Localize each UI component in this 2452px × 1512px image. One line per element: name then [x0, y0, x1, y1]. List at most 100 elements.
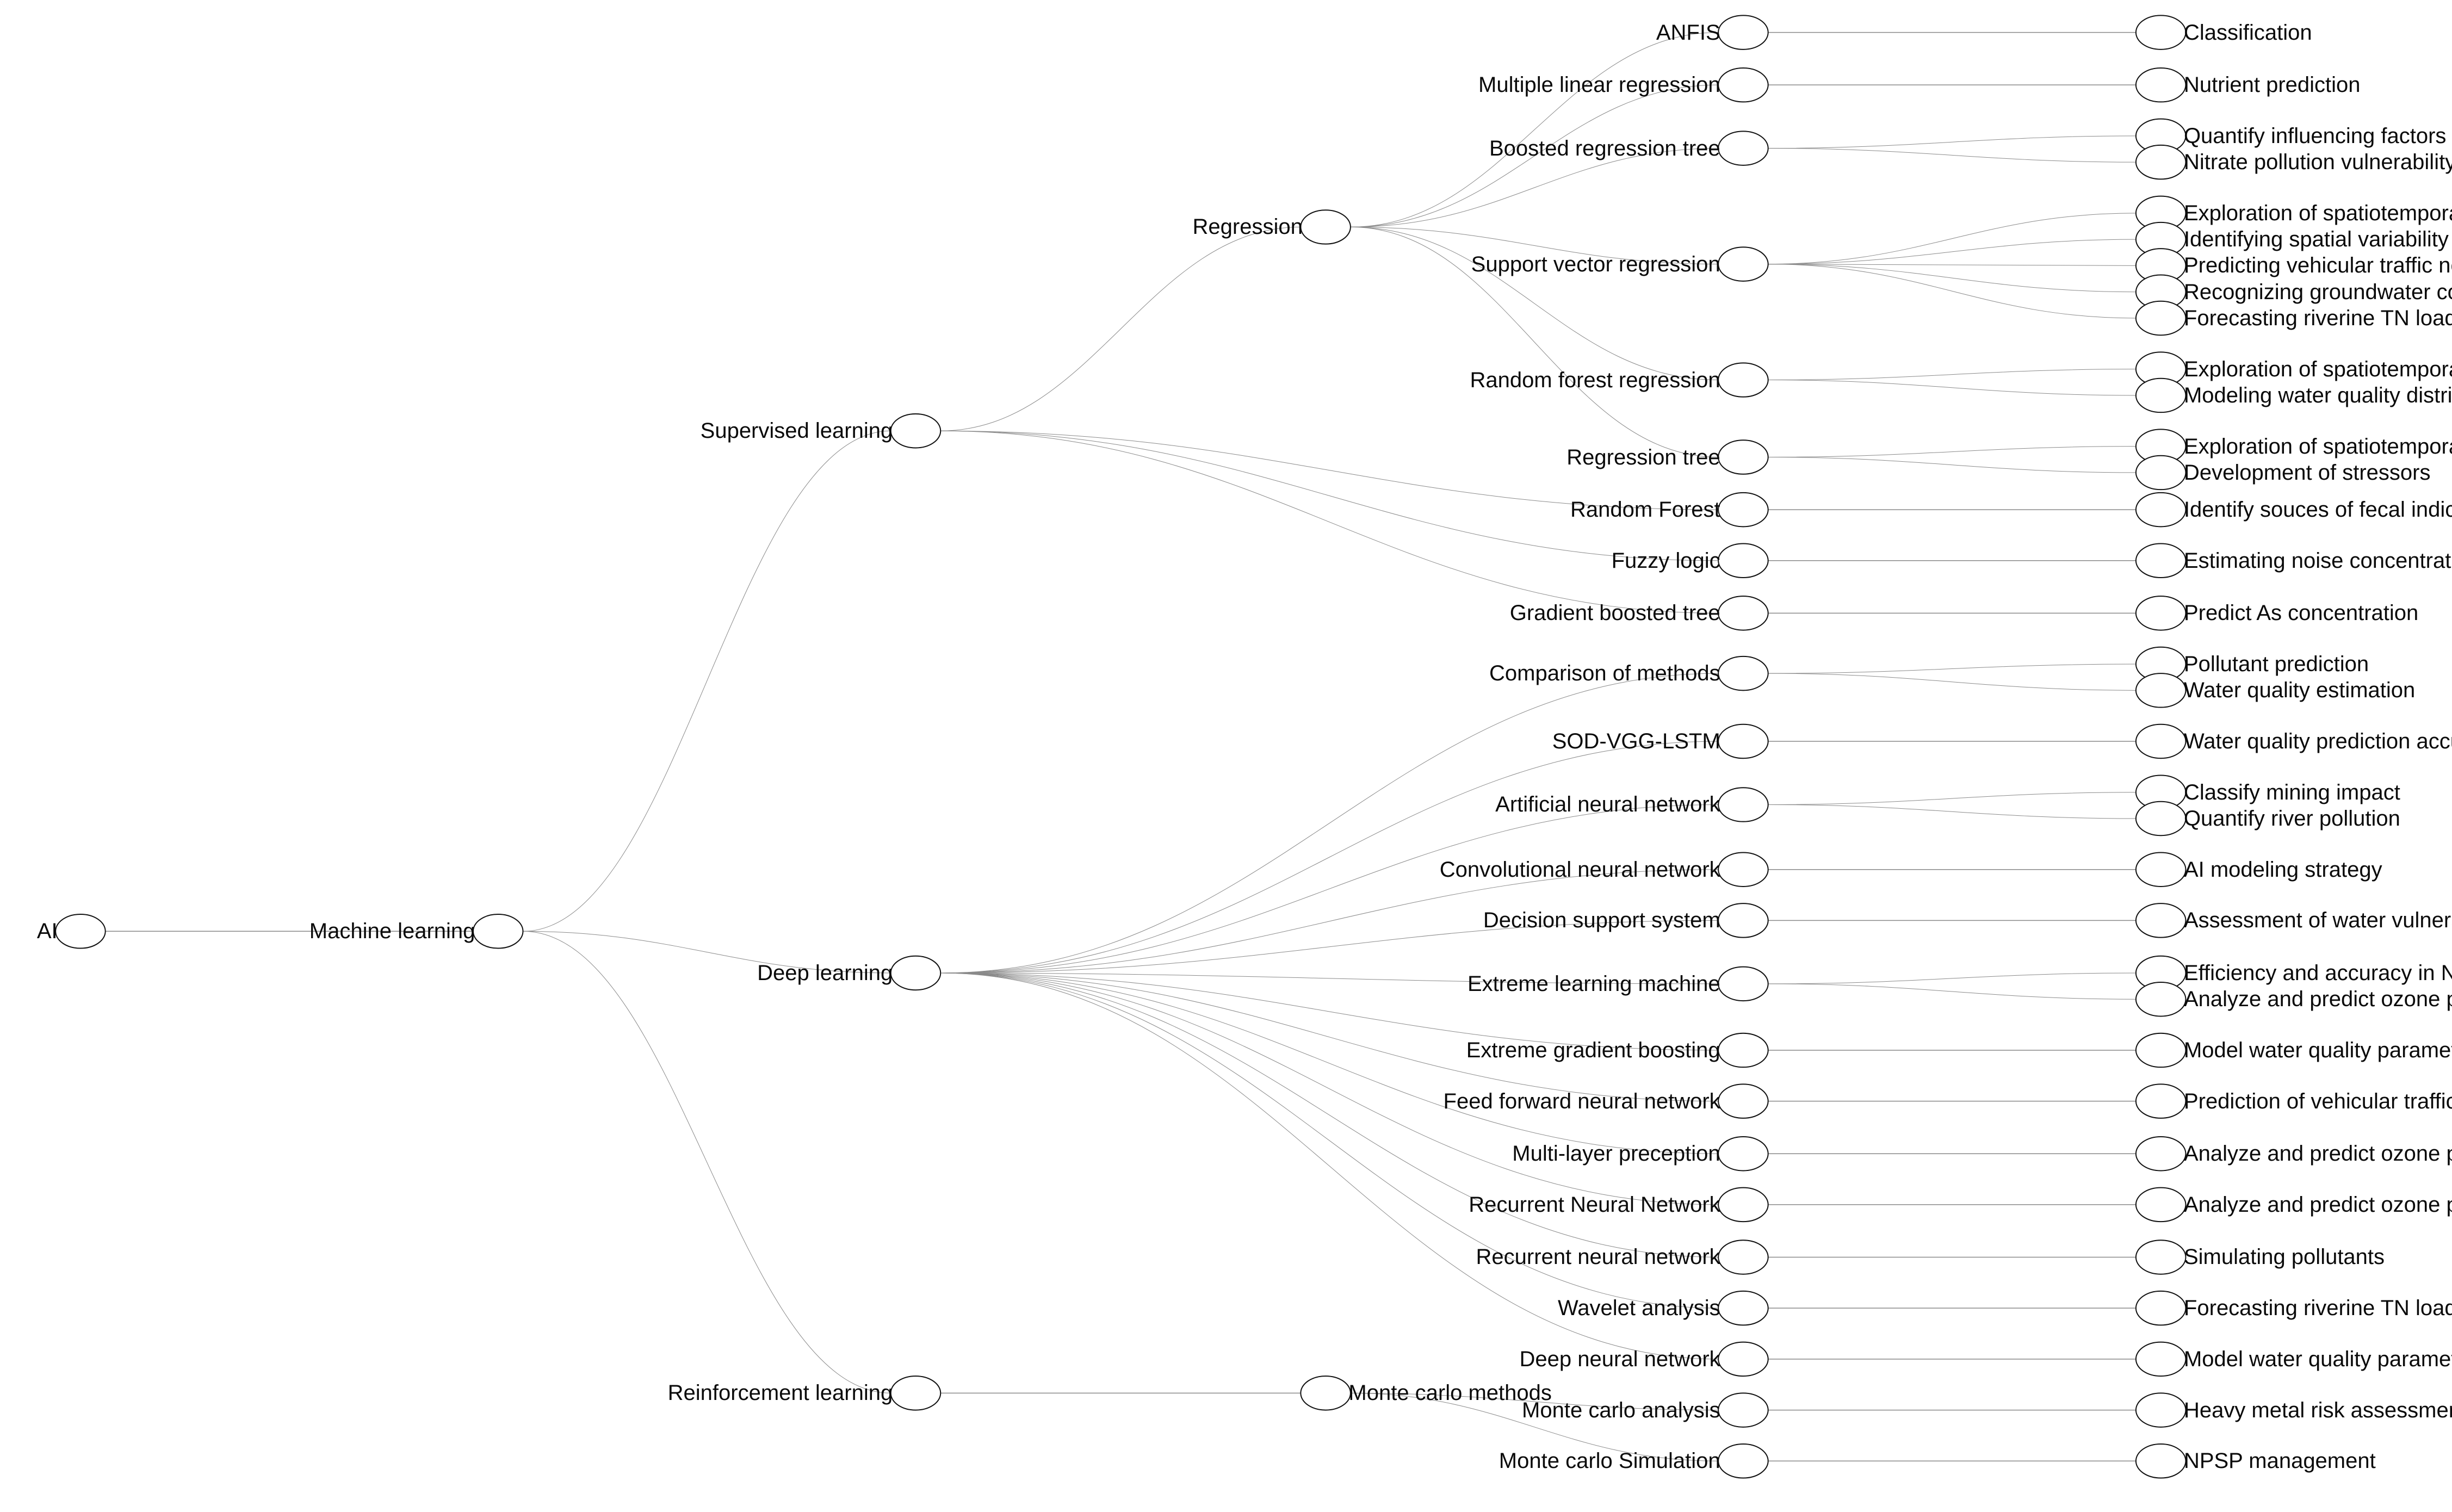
node-label-mlp: Multi-layer preception: [1512, 1142, 1720, 1166]
node-label-a26: Model water quality parameters: [2183, 1038, 2452, 1062]
tree-node-ai[interactable]: [55, 914, 106, 948]
node-label-ai: AI: [36, 919, 58, 944]
tree-node-a01[interactable]: [2136, 15, 2186, 49]
tree-node-anfis[interactable]: [1718, 15, 1768, 49]
node-label-mcs: Monte carlo Simulation: [1499, 1449, 1720, 1473]
tree-node-a21[interactable]: [2136, 802, 2186, 835]
tree-node-ml[interactable]: [473, 914, 523, 948]
tree-edge: [523, 931, 890, 973]
tree-node-deep[interactable]: [891, 956, 941, 990]
tree-node-wav[interactable]: [1718, 1291, 1768, 1325]
tree-node-a09[interactable]: [2136, 301, 2186, 335]
node-label-sod: SOD-VGG-LSTM: [1552, 729, 1720, 754]
tree-node-a31[interactable]: [2136, 1291, 2186, 1325]
node-label-ann: Artificial neural network: [1495, 792, 1720, 817]
tree-node-a32[interactable]: [2136, 1342, 2186, 1376]
tree-node-a13[interactable]: [2136, 456, 2186, 489]
tree-node-a18[interactable]: [2136, 673, 2186, 707]
tree-node-sod[interactable]: [1718, 724, 1768, 758]
tree-node-a15[interactable]: [2136, 544, 2186, 578]
tree-node-svr[interactable]: [1718, 247, 1768, 281]
node-label-a15: Estimating noise concentration: [2183, 548, 2452, 573]
tree-node-rl[interactable]: [891, 1376, 941, 1410]
tree-node-mcm[interactable]: [1301, 1376, 1351, 1410]
tree-node-rnn2[interactable]: [1718, 1240, 1768, 1274]
tree-node-a33[interactable]: [2136, 1393, 2186, 1427]
node-label-dnn: Deep neural network: [1519, 1347, 1720, 1371]
node-label-a33: Heavy metal risk assessment: [2183, 1398, 2452, 1422]
tree-node-a28[interactable]: [2136, 1137, 2186, 1170]
tree-node-elm[interactable]: [1718, 967, 1768, 1001]
tree-node-dnn[interactable]: [1718, 1342, 1768, 1376]
node-label-dss: Decision support system: [1483, 908, 1720, 933]
tree-node-mlr[interactable]: [1718, 68, 1768, 102]
tree-edge: [940, 431, 1718, 561]
node-label-mcm: Monte carlo methods: [1348, 1381, 1552, 1405]
tree-node-a23[interactable]: [2136, 903, 2186, 937]
tree-node-a34[interactable]: [2136, 1444, 2186, 1478]
tree-node-a11[interactable]: [2136, 379, 2186, 412]
tree-edge: [1768, 213, 2136, 264]
tree-edge: [940, 973, 1718, 1359]
node-label-xgb: Extreme gradient boosting: [1466, 1038, 1720, 1062]
node-label-reg: Regression: [1192, 215, 1303, 239]
tree-edge: [1351, 85, 1718, 227]
tree-node-mca[interactable]: [1718, 1393, 1768, 1427]
tree-edge: [523, 431, 890, 931]
tree-edge: [1768, 264, 2136, 292]
node-label-a08: Recognizing groundwater contaminant sour…: [2183, 280, 2452, 304]
tree-node-a22[interactable]: [2136, 852, 2186, 886]
tree-node-a27[interactable]: [2136, 1084, 2186, 1118]
tree-node-a25[interactable]: [2136, 982, 2186, 1016]
tree-node-a19[interactable]: [2136, 724, 2186, 758]
node-label-fl: Fuzzy logic: [1611, 548, 1720, 573]
node-label-a27: Prediction of vehicular traffic noise: [2183, 1089, 2452, 1113]
node-label-wav: Wavelet analysis: [1558, 1296, 1720, 1321]
tree-node-gbt[interactable]: [1718, 596, 1768, 630]
tree-node-xgb[interactable]: [1718, 1033, 1768, 1067]
tree-node-a16[interactable]: [2136, 596, 2186, 630]
tree-node-mlp[interactable]: [1718, 1137, 1768, 1170]
tree-node-rt[interactable]: [1718, 440, 1768, 474]
tree-edge: [1768, 792, 2136, 805]
tree-edge: [1768, 264, 2136, 318]
tree-node-reg[interactable]: [1301, 210, 1351, 244]
tree-node-a04[interactable]: [2136, 145, 2186, 179]
tree-node-cnn[interactable]: [1718, 852, 1768, 886]
tree-node-a26[interactable]: [2136, 1033, 2186, 1067]
node-label-a20: Classify mining impact: [2183, 780, 2400, 804]
node-label-a04: Nitrate pollution vulnerability map: [2183, 150, 2452, 175]
tree-edge: [1768, 673, 2136, 690]
node-label-a10: Exploration of spatiotemporal evolution …: [2183, 357, 2452, 381]
tree-edge: [940, 870, 1718, 973]
node-label-rfr: Random forest regression: [1470, 368, 1720, 392]
tree-node-a14[interactable]: [2136, 493, 2186, 526]
tree-node-a29[interactable]: [2136, 1188, 2186, 1222]
tree-node-a30[interactable]: [2136, 1240, 2186, 1274]
node-label-brt: Boosted regression tree: [1489, 136, 1720, 160]
tree-node-fl[interactable]: [1718, 544, 1768, 578]
tree-node-rfr[interactable]: [1718, 363, 1768, 396]
tree-node-dss[interactable]: [1718, 903, 1768, 937]
node-label-a18: Water quality estimation: [2183, 678, 2416, 703]
tree-node-sup[interactable]: [891, 414, 941, 448]
node-label-a30: Simulating pollutants: [2183, 1245, 2385, 1269]
tree-edge: [1768, 380, 2136, 395]
tree-node-rnn1[interactable]: [1718, 1188, 1768, 1222]
tree-edge: [940, 973, 1718, 1154]
tree-node-a02[interactable]: [2136, 68, 2186, 102]
tree-edge: [940, 920, 1718, 973]
tree-edge: [940, 431, 1718, 510]
tree-node-rf[interactable]: [1718, 493, 1768, 526]
node-label-a16: Predict As concentration: [2183, 601, 2419, 625]
tree-edge: [1768, 148, 2136, 163]
tree-node-com[interactable]: [1718, 656, 1768, 690]
tree-node-brt[interactable]: [1718, 131, 1768, 165]
node-label-ffnn: Feed forward neural network: [1443, 1089, 1720, 1113]
node-label-a03: Quantify influencing factors: [2183, 123, 2447, 148]
tree-node-ffnn[interactable]: [1718, 1084, 1768, 1118]
tree-edge: [1351, 227, 1718, 380]
tree-node-mcs[interactable]: [1718, 1444, 1768, 1478]
tree-node-ann[interactable]: [1718, 788, 1768, 821]
tree-edge: [1351, 1393, 1718, 1461]
